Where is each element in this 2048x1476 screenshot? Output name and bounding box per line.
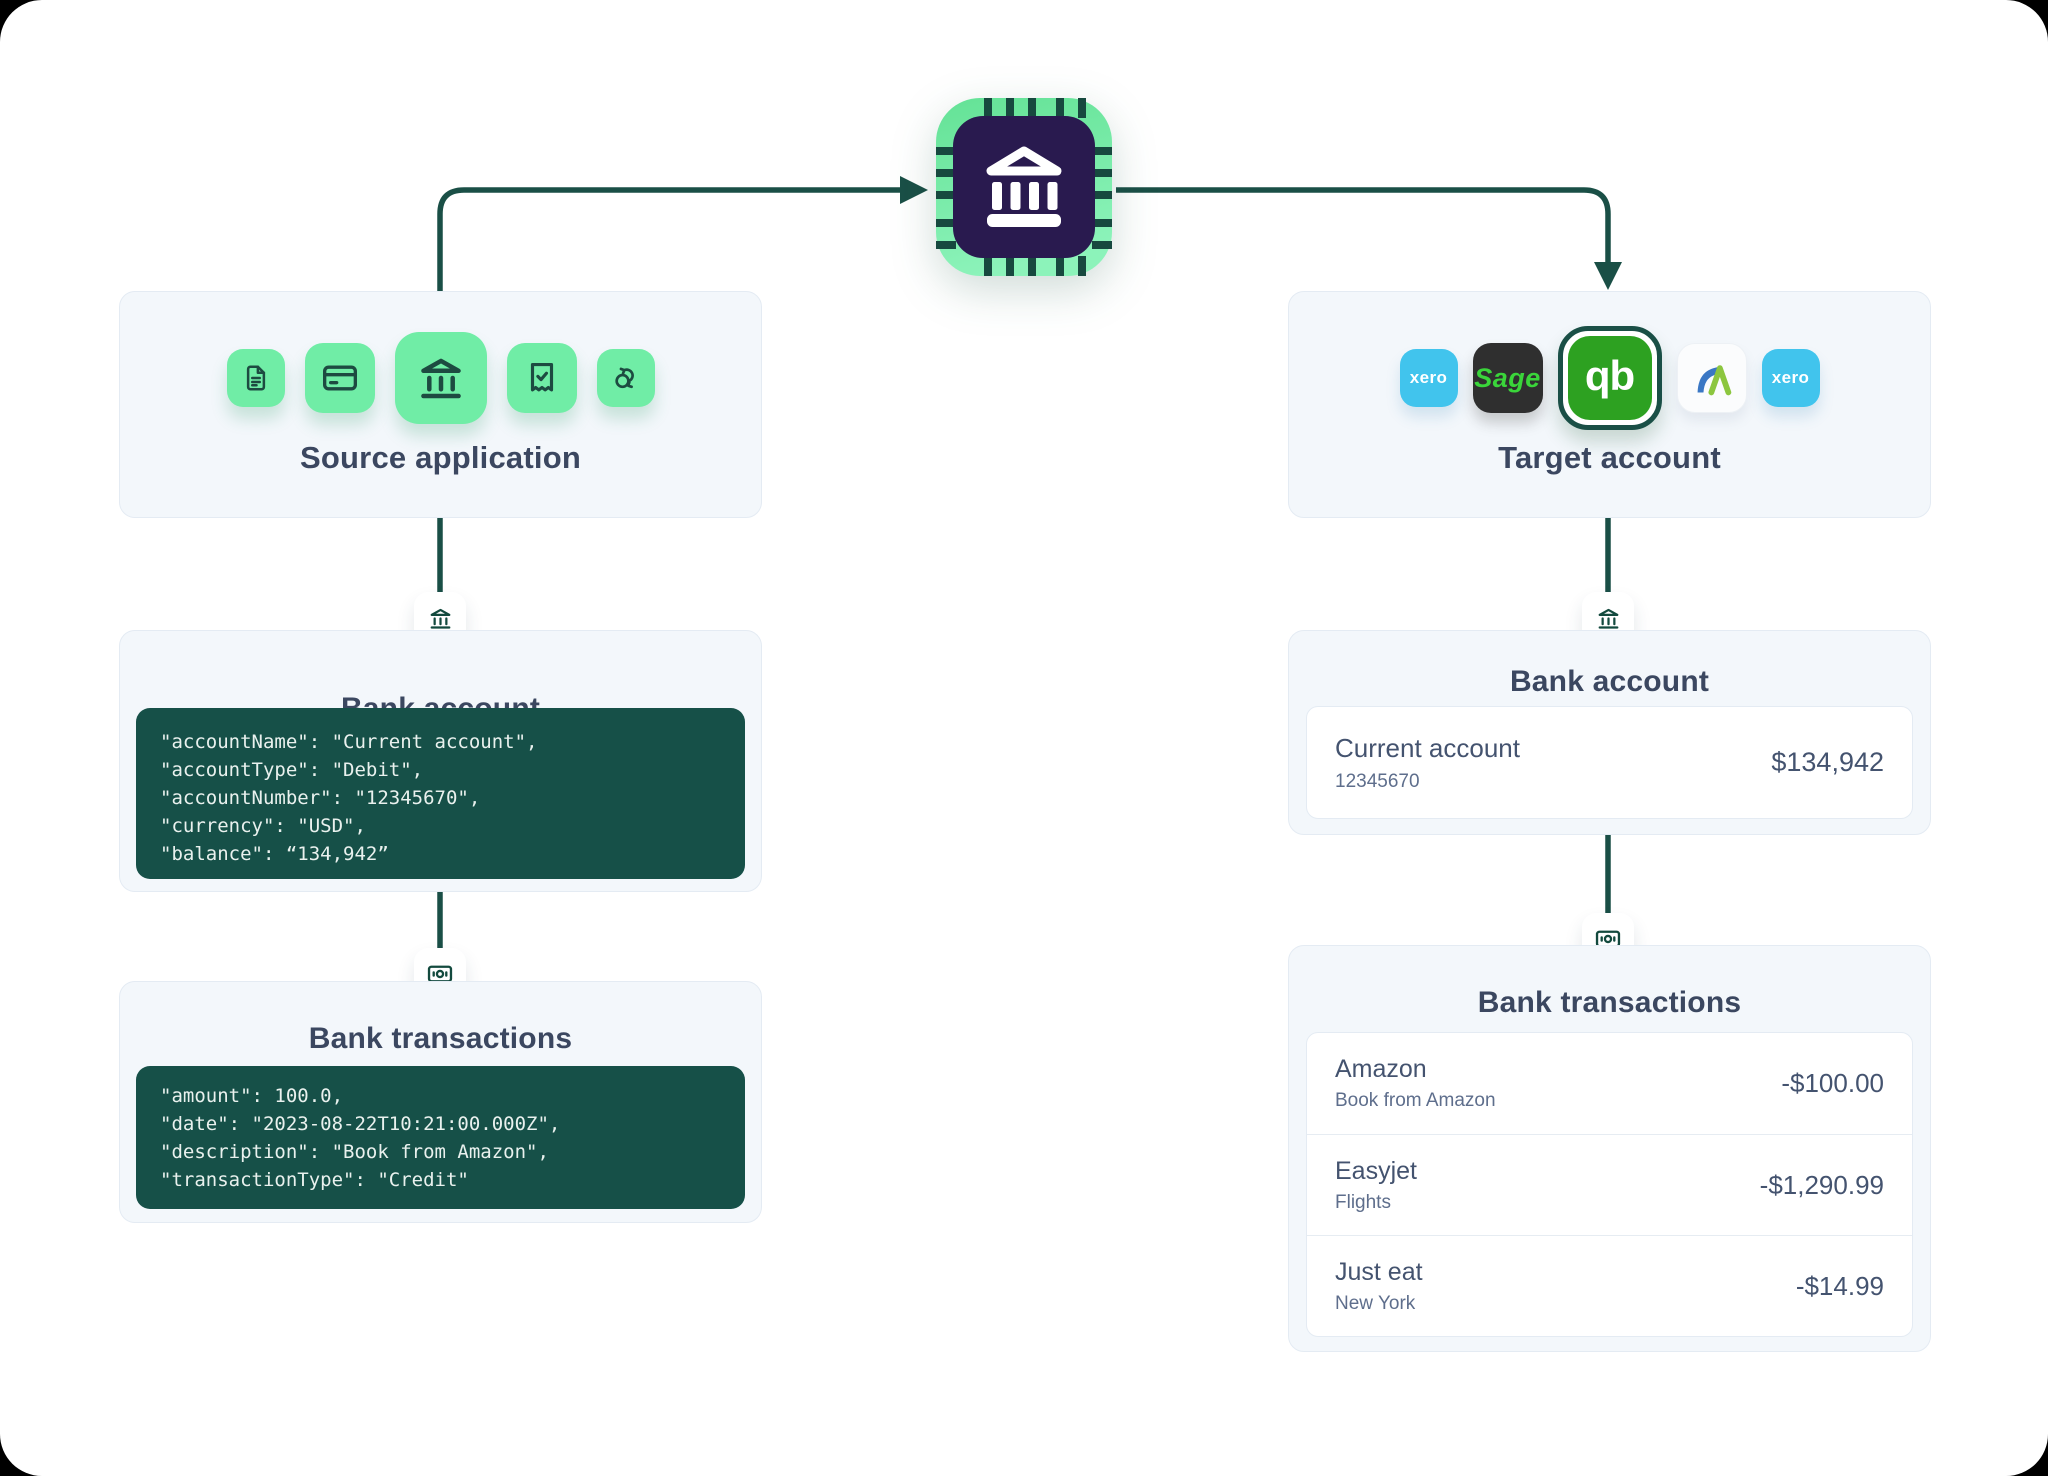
document-icon bbox=[246, 365, 265, 391]
right-bank-account-card: Bank account Current account 12345670 $1… bbox=[1288, 630, 1931, 835]
account-number: 12345670 bbox=[1335, 770, 1420, 792]
sage-logo: Sage bbox=[1472, 343, 1543, 413]
code-line: "date": "2023-08-22T10:21:00.000Z", bbox=[160, 1113, 561, 1135]
source-application-panel: Source application bbox=[119, 291, 762, 518]
bank-icon bbox=[1598, 608, 1618, 629]
transaction-amount: -$14.99 bbox=[1795, 1270, 1884, 1301]
freeagent-logo bbox=[1676, 343, 1747, 413]
code-line: "description": "Book from Amazon", bbox=[160, 1141, 549, 1163]
transaction-info: Easyjet Flights bbox=[1335, 1157, 1417, 1214]
bank-icon bbox=[430, 608, 450, 629]
account-name: Current account bbox=[1335, 732, 1520, 763]
tile-receipt bbox=[506, 343, 577, 413]
right-bank-transactions-card: Bank transactions Amazon Book from Amazo… bbox=[1288, 945, 1931, 1352]
tile-bank bbox=[394, 332, 487, 424]
target-panel-title: Target account bbox=[1498, 440, 1721, 475]
tile-credit-card bbox=[304, 343, 375, 413]
tile-sync bbox=[596, 349, 655, 407]
transaction-description: New York bbox=[1335, 1292, 1416, 1314]
code-line: "amount": 100.0, bbox=[160, 1085, 344, 1107]
left-bank-transactions-card: Bank transactions "amount": 100.0, "date… bbox=[119, 981, 762, 1223]
transaction-description: Flights bbox=[1335, 1191, 1391, 1213]
bank-transactions-code-block: "amount": 100.0, "date": "2023-08-22T10:… bbox=[136, 1066, 745, 1209]
right-bank-account-title: Bank account bbox=[1509, 665, 1710, 698]
account-balance: $134,942 bbox=[1771, 747, 1884, 777]
transaction-amount: -$100.00 bbox=[1781, 1068, 1884, 1098]
target-account-panel: xero Sage qb xero Target account bbox=[1288, 291, 1931, 518]
left-bank-account-card: Bank account "accountName": "Current acc… bbox=[119, 630, 762, 892]
bank-chip-icon bbox=[936, 98, 1112, 276]
xero-logo-left: xero bbox=[1399, 349, 1458, 407]
current-account-row: Current account 12345670 $134,942 bbox=[1306, 706, 1913, 819]
source-icon-row bbox=[120, 292, 761, 458]
bank-account-code-block: "accountName": "Current account", "accou… bbox=[136, 708, 745, 879]
target-icon-row: xero Sage qb xero bbox=[1289, 292, 1930, 458]
transaction-info: Amazon Book from Amazon bbox=[1335, 1055, 1496, 1112]
sync-icon bbox=[614, 367, 634, 389]
code-line: "currency": "USD", bbox=[160, 815, 366, 837]
xero-logo-right: xero bbox=[1761, 349, 1820, 407]
freeagent-icon bbox=[1697, 365, 1731, 396]
transaction-list: Amazon Book from Amazon -$100.00 Easyjet… bbox=[1306, 1032, 1913, 1337]
transaction-merchant: Amazon bbox=[1335, 1055, 1427, 1083]
code-line: "accountType": "Debit", bbox=[160, 759, 424, 781]
code-line: "balance": “134,942” bbox=[160, 843, 389, 865]
left-bank-transactions-title: Bank transactions bbox=[308, 1022, 573, 1055]
transaction-description: Book from Amazon bbox=[1335, 1090, 1496, 1111]
account-info: Current account 12345670 bbox=[1335, 733, 1520, 793]
transaction-row: Amazon Book from Amazon -$100.00 bbox=[1307, 1033, 1912, 1134]
transaction-amount: -$1,290.99 bbox=[1759, 1169, 1884, 1200]
source-panel-title: Source application bbox=[300, 440, 581, 475]
transaction-info: Just eat New York bbox=[1335, 1258, 1423, 1315]
transaction-merchant: Just eat bbox=[1335, 1257, 1423, 1286]
code-line: "accountName": "Current account", bbox=[160, 731, 538, 753]
credit-card-icon bbox=[322, 365, 357, 391]
tile-invoice bbox=[226, 349, 285, 407]
transaction-row: Easyjet Flights -$1,290.99 bbox=[1307, 1134, 1912, 1235]
code-line: "accountNumber": "12345670", bbox=[160, 787, 481, 809]
bank-building-glyph bbox=[986, 146, 1062, 227]
right-bank-transactions-title: Bank transactions bbox=[1477, 986, 1742, 1019]
transaction-merchant: Easyjet bbox=[1335, 1156, 1417, 1185]
quickbooks-selected-ring: qb bbox=[1557, 326, 1662, 430]
transaction-row: Just eat New York -$14.99 bbox=[1307, 1235, 1912, 1336]
code-line: "transactionType": "Credit" bbox=[160, 1169, 469, 1191]
receipt-check-icon bbox=[530, 362, 553, 392]
quickbooks-logo: qb bbox=[1567, 336, 1652, 420]
bank-icon bbox=[420, 358, 461, 399]
